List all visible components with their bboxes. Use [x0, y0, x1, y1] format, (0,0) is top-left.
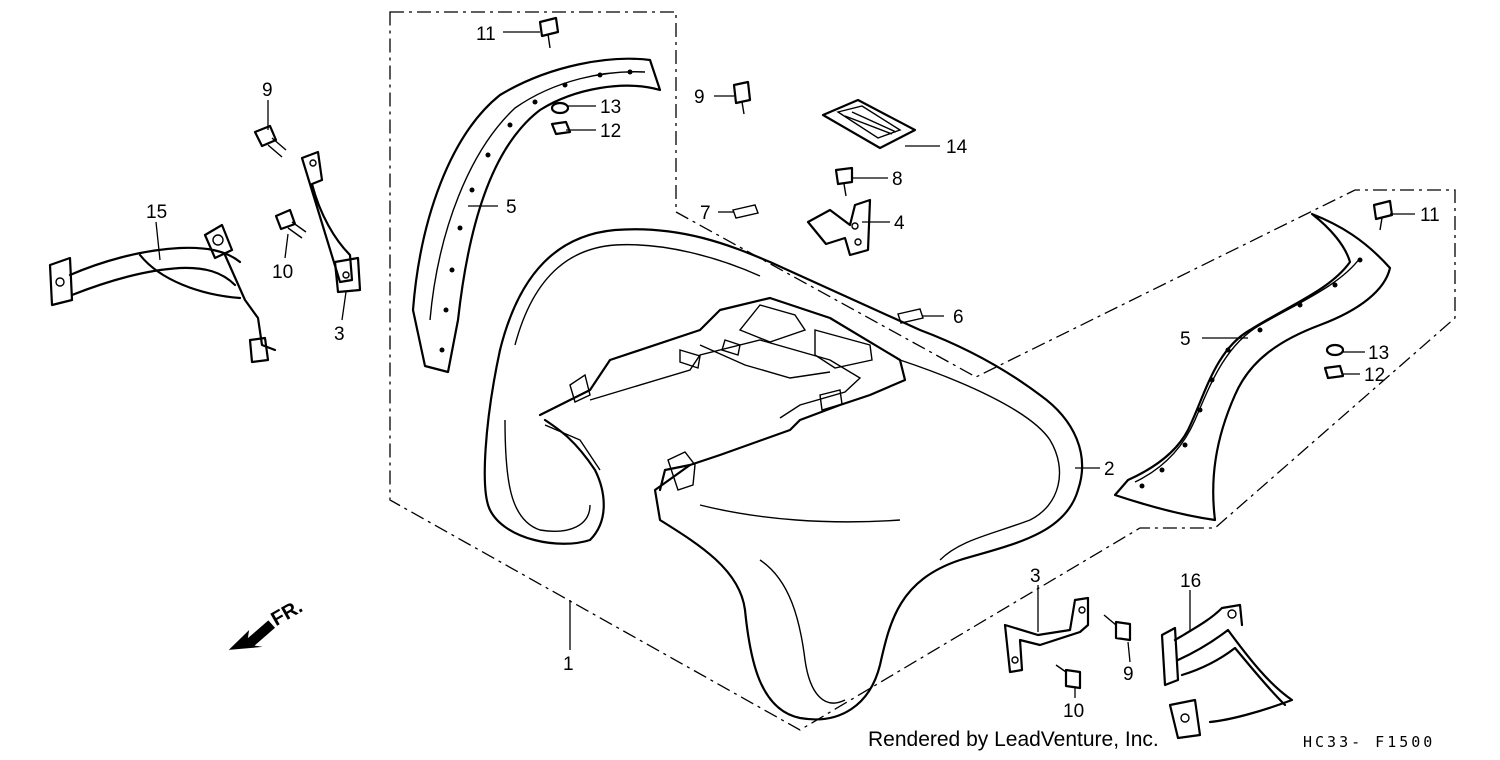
bolt-10-lower[interactable] [1055, 664, 1082, 690]
credit-text: Rendered by LeadVenture, Inc. [868, 728, 1159, 751]
nut-12-left[interactable] [550, 120, 572, 136]
label-7[interactable] [732, 204, 759, 219]
bolt-11-right[interactable] [1372, 199, 1394, 231]
callout-13: 13 [600, 97, 621, 118]
bolt-9-mid[interactable] [732, 80, 752, 115]
bolt-11-top[interactable] [538, 16, 560, 49]
callout-4: 4 [894, 213, 905, 234]
callout-11: 11 [476, 24, 496, 45]
washer-13-right[interactable] [1325, 343, 1345, 357]
label-6[interactable] [897, 308, 924, 324]
mudguard-left[interactable] [411, 57, 662, 374]
bolt-9-lower[interactable] [1103, 614, 1132, 642]
leader-lines [155, 31, 1415, 698]
callout-1: 1 [563, 654, 574, 675]
strap-14[interactable] [821, 98, 917, 150]
callout-12: 12 [600, 121, 621, 142]
callout-3: 3 [334, 324, 345, 345]
callout-9: 9 [262, 80, 273, 101]
nut-12-right[interactable] [1323, 364, 1345, 380]
callout-10: 10 [272, 262, 293, 283]
callout-12: 12 [1364, 365, 1385, 386]
bolt-8[interactable] [834, 166, 854, 197]
bolt-9-left[interactable] [253, 124, 287, 158]
callout-10: 10 [1063, 701, 1084, 722]
rear-fender[interactable] [483, 228, 1084, 721]
front-direction-label: FR. [268, 596, 307, 631]
callout-5: 5 [1180, 329, 1191, 350]
bracket-3-lower[interactable] [1003, 596, 1090, 674]
callout-11: 11 [1420, 205, 1440, 226]
callout-2: 2 [1104, 459, 1115, 480]
callout-numbers: 11 9 13 12 9 14 8 15 5 7 4 10 11 3 6 5 1… [146, 24, 1440, 722]
group-boundary [389, 11, 1456, 731]
grab-rail-15[interactable] [48, 223, 277, 364]
callout-7: 7 [700, 203, 711, 224]
callout-9: 9 [694, 87, 705, 108]
callout-8: 8 [892, 169, 903, 190]
callout-16: 16 [1180, 571, 1201, 592]
callout-6: 6 [953, 307, 964, 328]
diagram-code: HC33- F1500 [1303, 733, 1436, 751]
callout-13: 13 [1368, 343, 1389, 364]
callout-3: 3 [1030, 566, 1041, 587]
front-direction-arrow: FR. [228, 596, 307, 650]
bracket-4[interactable] [806, 198, 872, 257]
washer-13-left[interactable] [550, 101, 570, 115]
callout-14: 14 [946, 137, 968, 158]
callout-9: 9 [1123, 664, 1134, 685]
bolt-10-left[interactable] [274, 208, 307, 239]
bracket-3-upper[interactable] [300, 150, 362, 294]
callout-15: 15 [146, 202, 167, 223]
grab-rail-16[interactable] [1160, 603, 1294, 740]
mudguard-right[interactable] [1113, 212, 1392, 522]
callout-5: 5 [506, 197, 517, 218]
